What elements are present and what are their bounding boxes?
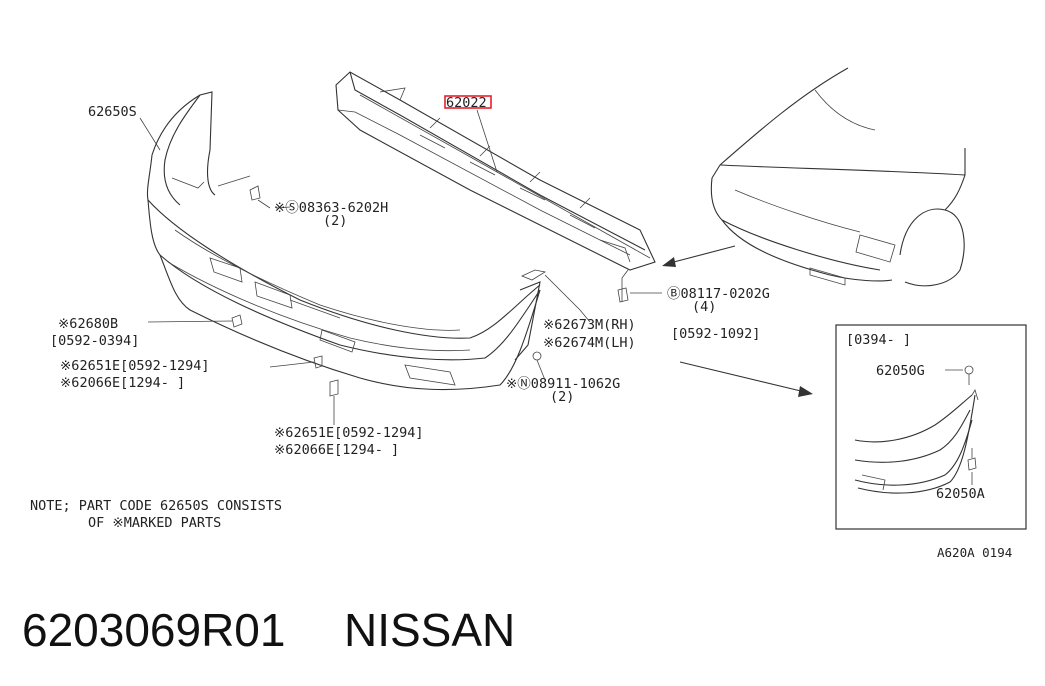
- label-screw[interactable]: ※Ⓢ08363-6202H: [274, 200, 388, 216]
- label-screw-qty: (2): [323, 213, 347, 229]
- bolt-hardware[interactable]: [617, 269, 662, 303]
- label-bracket-rh[interactable]: ※62673M(RH): [543, 317, 636, 333]
- label-grommet-a2[interactable]: ※62651E[0592-1294]: [274, 425, 423, 441]
- inset-bumper-end-drawing[interactable]: [854, 365, 979, 494]
- label-bracket-lh[interactable]: ※62674M(LH): [543, 335, 636, 351]
- clip-hardware[interactable]: [147, 314, 243, 328]
- nut-hardware[interactable]: [532, 351, 546, 381]
- label-clip[interactable]: ※62680B: [58, 316, 118, 332]
- bumper-fascia-drawing[interactable]: [146, 91, 541, 391]
- label-reinforcement[interactable]: 62022: [446, 95, 487, 111]
- reinforcement-beam-drawing[interactable]: [335, 71, 656, 271]
- label-nut-qty: (2): [550, 389, 574, 405]
- label-inset-date: [0394- ]: [846, 332, 911, 348]
- footer-part-number: 6203069R01: [22, 604, 285, 656]
- label-grommet-b1[interactable]: ※62066E[1294- ]: [60, 375, 185, 391]
- label-grommet-a1[interactable]: ※62651E[0592-1294]: [60, 358, 209, 374]
- label-grommet-b2[interactable]: ※62066E[1294- ]: [274, 442, 399, 458]
- footer-brand: NISSAN: [344, 604, 515, 656]
- label-bumper-assy[interactable]: 62650S: [88, 104, 137, 120]
- grommet-hardware[interactable]: [269, 355, 339, 425]
- diagram-code: A620A 0194: [937, 545, 1012, 560]
- label-inset-clip-a[interactable]: 62050A: [936, 486, 985, 502]
- screw-hardware[interactable]: [217, 175, 291, 209]
- label-clip-date: [0592-0394]: [50, 333, 139, 349]
- label-bracket-date: [0592-1092]: [671, 326, 760, 342]
- leader-lines: [139, 109, 813, 397]
- bracket-hardware[interactable]: [520, 269, 591, 323]
- vehicle-front-drawing[interactable]: [710, 67, 966, 287]
- note-line-2: OF ※MARKED PARTS: [88, 515, 221, 531]
- label-bolt[interactable]: Ⓑ08117-0202G: [667, 286, 770, 302]
- inset-box: [835, 324, 1027, 530]
- label-bolt-qty: (4): [692, 299, 716, 315]
- label-nut[interactable]: ※Ⓝ08911-1062G: [506, 376, 620, 392]
- note-line-1: NOTE; PART CODE 62650S CONSISTS: [30, 498, 282, 514]
- highlight-box: [444, 95, 492, 109]
- label-inset-clip-g[interactable]: 62050G: [876, 363, 925, 379]
